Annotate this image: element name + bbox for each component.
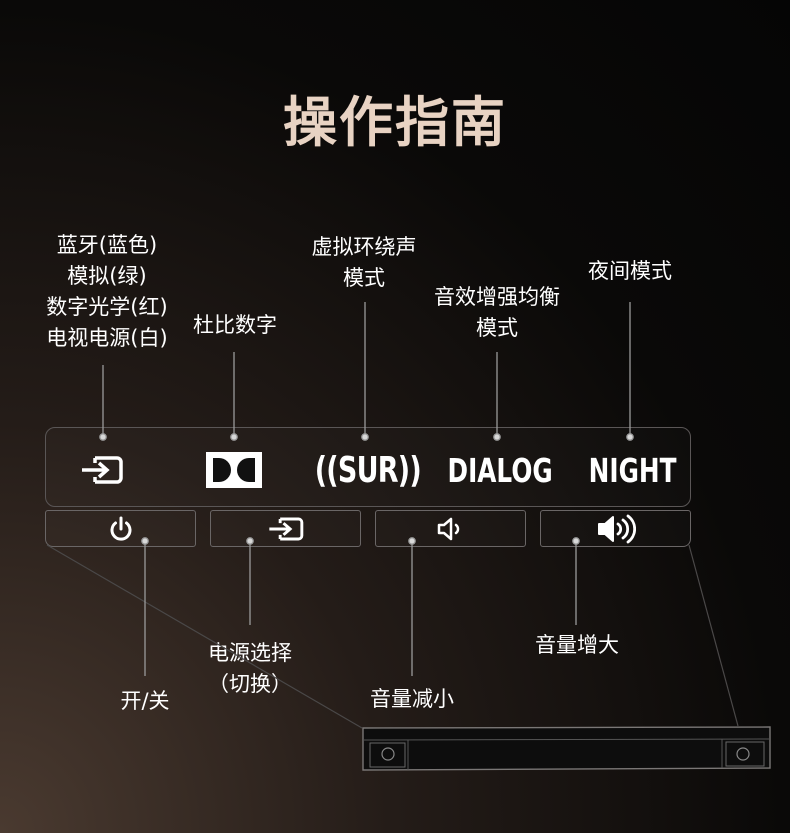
label-line: 蓝牙(蓝色) (56, 233, 158, 257)
volume-up-label: 音量增大 (535, 633, 619, 657)
label-line: 音效增强均衡 (434, 285, 560, 309)
volume-down-button[interactable] (375, 510, 526, 547)
volume-up-button[interactable] (540, 510, 691, 547)
label-line: 电源选择 (208, 641, 292, 665)
volume-down-icon (437, 517, 459, 540)
label-line: 模式 (476, 316, 518, 340)
page-title: 操作指南 (283, 91, 507, 154)
label-line: 数字光学(红) (46, 295, 168, 319)
dolby-logo-icon (202, 452, 266, 488)
input-source-icon (268, 517, 303, 540)
surround-indicator: ((SUR)) (314, 449, 422, 491)
volume-up-icon (597, 514, 636, 543)
power-button[interactable] (45, 510, 196, 547)
indicator-panel (45, 427, 691, 507)
night-indicator: NIGHT (589, 451, 677, 490)
input-indicator-label: 蓝牙(蓝色) 模拟(绿) 数字光学(红) 电视电源(白) (22, 230, 192, 354)
source-button[interactable] (210, 510, 361, 547)
source-button-label: 电源选择 （切换） (180, 638, 320, 700)
label-line: 模式 (343, 266, 385, 290)
night-indicator-label: 夜间模式 (588, 259, 672, 283)
surround-text: ((SUR)) (314, 449, 422, 491)
power-button-label: 开/关 (120, 689, 170, 713)
power-icon (110, 516, 131, 541)
label-line: 电视电源(白) (46, 326, 168, 350)
input-source-icon (75, 452, 129, 488)
label-line: （切换） (208, 672, 292, 696)
night-text: NIGHT (589, 450, 677, 490)
surround-indicator-label: 虚拟环绕声 模式 (294, 232, 434, 294)
dialog-indicator: DIALOG (447, 451, 552, 490)
dolby-indicator-label: 杜比数字 (193, 313, 277, 337)
label-line: 模拟(绿) (67, 264, 147, 288)
dialog-text: DIALOG (447, 450, 553, 490)
soundbar-image (362, 726, 771, 771)
label-line: 虚拟环绕声 (311, 235, 417, 259)
volume-down-label: 音量减小 (370, 687, 454, 711)
dialog-indicator-label: 音效增强均衡 模式 (418, 282, 576, 344)
